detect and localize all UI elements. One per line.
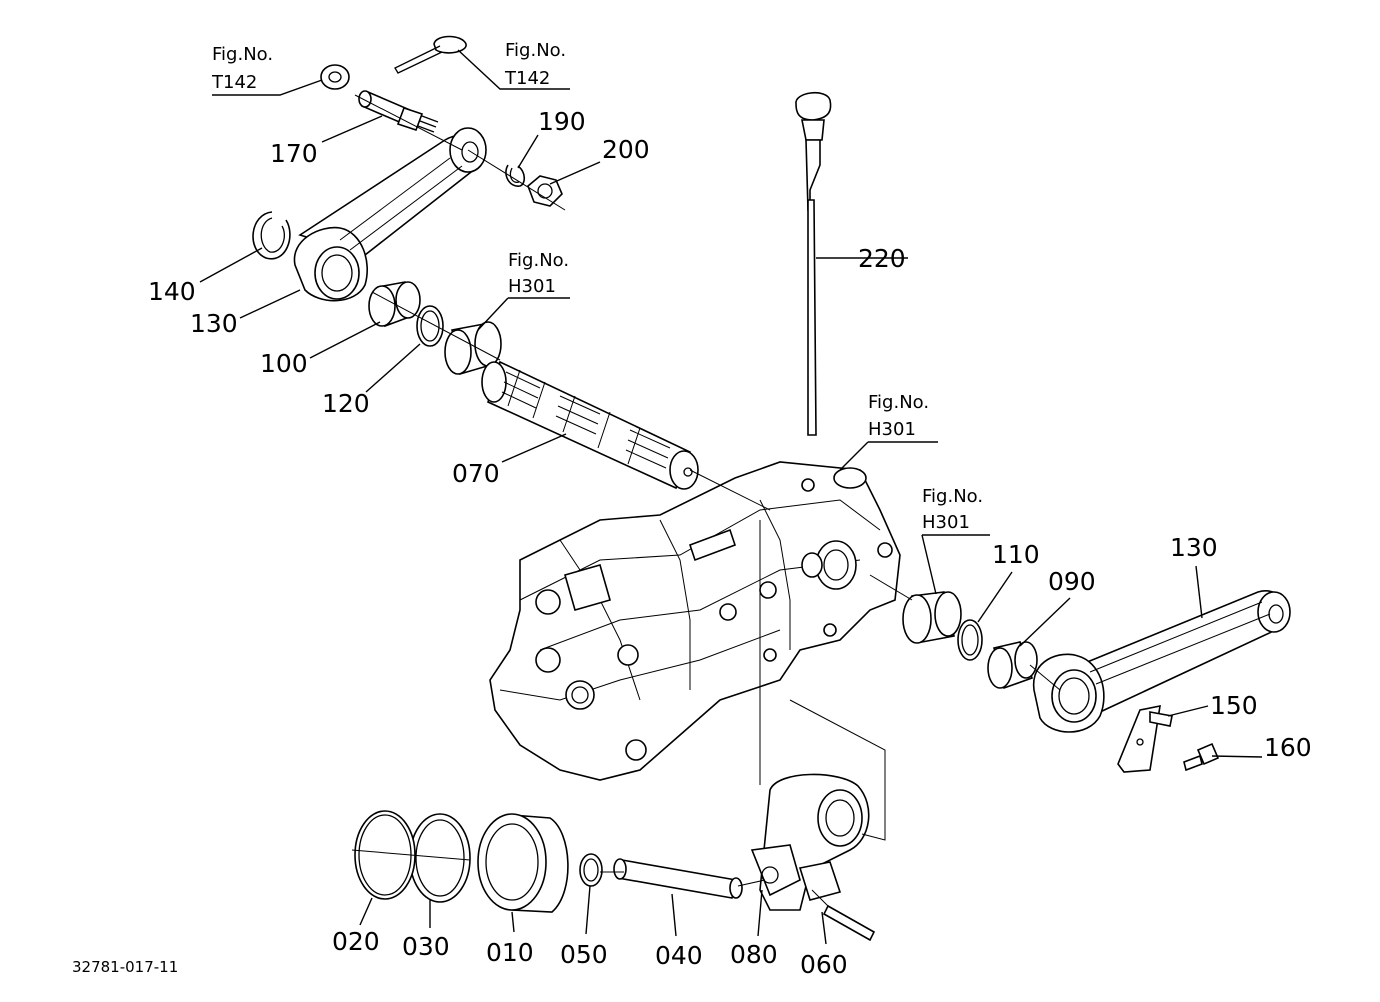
- pin-170-part: [358, 90, 439, 133]
- fig-ref-h301-bushing: Fig.No. H301: [922, 486, 983, 533]
- part-number-140: 140: [148, 277, 196, 306]
- piston-rod-040-part: [613, 858, 743, 899]
- part-number-150: 150: [1210, 691, 1258, 720]
- part-number-200: 200: [602, 135, 650, 164]
- part-number-190: 190: [538, 107, 586, 136]
- lift-arm-080-part: [750, 773, 870, 911]
- lift-arm-130-left-part: [293, 127, 487, 302]
- fig-ref-h301-housing-line1: Fig.No.: [868, 392, 929, 413]
- fig-ref-h301-housing-line2: H301: [868, 419, 916, 440]
- bushing-100-part: [368, 281, 421, 328]
- diagram-code: 32781-017-11: [72, 958, 178, 976]
- o-ring-120-part: [416, 305, 444, 347]
- part-number-040: 040: [655, 941, 703, 970]
- part-number-060: 060: [800, 950, 848, 979]
- part-number-170: 170: [270, 139, 318, 168]
- part-number-070: 070: [452, 459, 500, 488]
- part-number-130-left: 130: [190, 309, 238, 338]
- bushing-h301-right-part: [902, 591, 962, 644]
- assembly-center-lines: [351, 94, 1061, 907]
- fig-ref-h301-bushing-line1: Fig.No.: [922, 486, 983, 507]
- part-number-110: 110: [992, 540, 1040, 569]
- part-number-120: 120: [322, 389, 370, 418]
- bushing-090-part: [987, 641, 1038, 690]
- leader-lines: [199, 49, 1263, 945]
- fig-ref-h301-shaft-line2: H301: [508, 276, 556, 297]
- fig-ref-h301-shaft-line1: Fig.No.: [508, 250, 569, 271]
- part-number-220: 220: [858, 244, 906, 273]
- lift-arm-130-right-part: [1033, 590, 1291, 733]
- hydraulic-housing-part: [489, 461, 901, 781]
- part-number-030: 030: [402, 932, 450, 961]
- part-number-080: 080: [730, 940, 778, 969]
- cotter-pin-part: [394, 35, 467, 74]
- fig-ref-t142-left-line1: Fig.No.: [212, 44, 273, 65]
- fig-ref-h301-shaft: Fig.No. H301: [508, 250, 569, 297]
- part-number-020: 020: [332, 927, 380, 956]
- o-ring-050-part: [579, 853, 603, 887]
- bushing-h301-reference-part: [444, 321, 502, 376]
- lift-shaft-070-part: [481, 360, 699, 490]
- stopper-plate-150-part: [1117, 704, 1173, 773]
- piston-010-part: [477, 813, 569, 913]
- part-number-090: 090: [1048, 567, 1096, 596]
- fig-ref-t142-right: Fig.No. T142: [504, 40, 566, 89]
- snap-ring-140-part: [252, 211, 291, 260]
- washer-part: [320, 64, 350, 90]
- fig-ref-t142-right-line1: Fig.No.: [505, 40, 566, 61]
- part-number-010: 010: [486, 938, 534, 967]
- part-number-160: 160: [1264, 733, 1312, 762]
- fig-ref-t142-right-line2: T142: [504, 68, 550, 89]
- fig-ref-t142-left-line2: T142: [211, 72, 257, 93]
- dipstick-220-part: [795, 92, 832, 436]
- part-number-130-right: 130: [1170, 533, 1218, 562]
- bolt-160-part: [1183, 742, 1220, 772]
- part-number-050: 050: [560, 940, 608, 969]
- backup-ring-030-part: [409, 813, 471, 903]
- fig-ref-h301-housing: Fig.No. H301: [868, 392, 929, 440]
- o-ring-110-part: [957, 619, 983, 661]
- part-number-100: 100: [260, 349, 308, 378]
- pin-060-part: [822, 904, 876, 942]
- fig-ref-t142-left: Fig.No. T142: [211, 44, 273, 93]
- fig-ref-h301-bushing-line2: H301: [922, 512, 970, 533]
